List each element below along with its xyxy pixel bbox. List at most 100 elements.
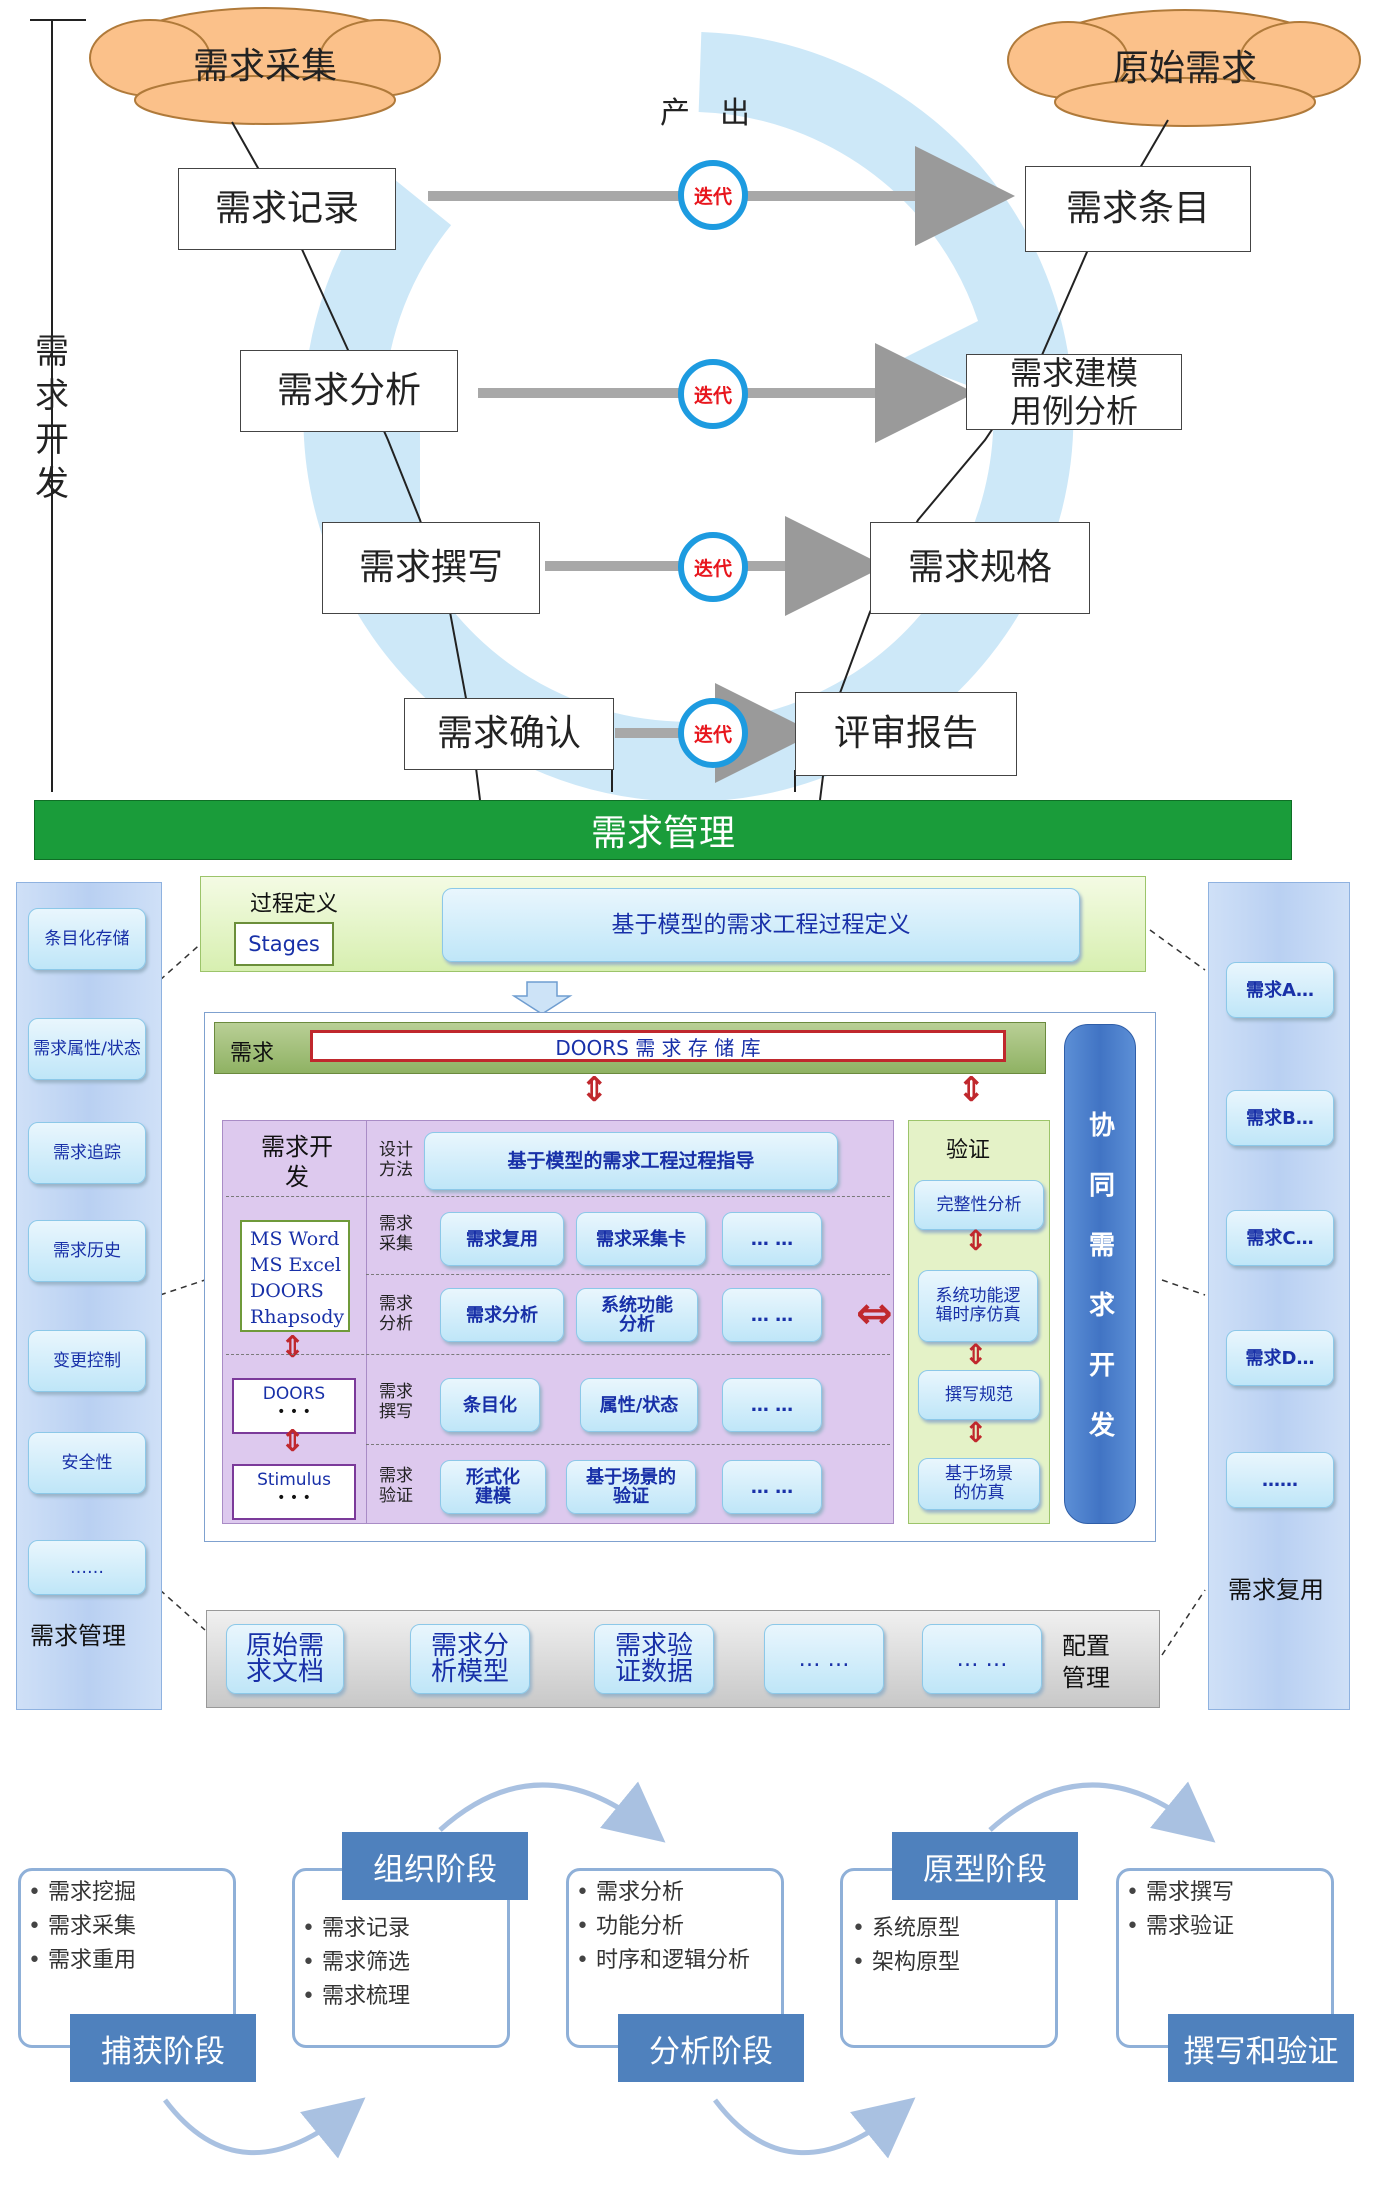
verification-title: 验证 [946, 1138, 991, 1163]
iteration-icon-1: 迭代 [678, 160, 748, 230]
row-label-analysis: 需求分析 [379, 1294, 413, 1334]
cell-formal-modeling: 形式化建模 [440, 1460, 546, 1514]
phase-analysis-title: 分析阶段 [618, 2014, 804, 2082]
chip-change-control: 变更控制 [28, 1330, 146, 1392]
phase-prototype-bullets: 系统原型 架构原型 [852, 1912, 960, 1980]
row-divider [226, 1354, 890, 1355]
chip-requirement-more: …… [1226, 1452, 1334, 1508]
tool-ms-word: MS Word [250, 1228, 340, 1250]
bullet: 需求筛选 [302, 1946, 410, 1980]
cycle-ring-arrowhead-left [320, 400, 420, 540]
phase-organize-bullets: 需求记录 需求筛选 需求梳理 [302, 1912, 410, 2014]
verify-scenario-simulation: 基于场景的仿真 [918, 1458, 1040, 1510]
bullet: 需求验证 [1126, 1910, 1234, 1944]
stages-box: Stages [234, 922, 334, 966]
phase-analysis-bullets: 需求分析 功能分析 时序和逻辑分析 [576, 1876, 750, 1978]
verify-logic-simulation: 系统功能逻辑时序仿真 [918, 1270, 1038, 1342]
box-requirement-record: 需求记录 [178, 168, 396, 250]
chip-requirement-history: 需求历史 [28, 1220, 146, 1282]
iteration-icon-3: 迭代 [678, 532, 748, 602]
development-column-title: 需求开发 [261, 1133, 333, 1191]
verify-arrow-1: ⇕ [964, 1224, 988, 1257]
tools-arrow-2: ⇕ [280, 1424, 306, 1459]
tool-doors: DOORS [250, 1280, 324, 1302]
row-label-verification: 需求验证 [379, 1466, 413, 1506]
repository-label: 需求 [230, 1041, 275, 1066]
cell-requirement-reuse: 需求复用 [440, 1212, 564, 1266]
row-divider [226, 1196, 890, 1197]
row-label-writing: 需求撰写 [379, 1382, 413, 1422]
tools-arrow-1: ⇕ [280, 1330, 306, 1365]
cell-writing-more: … … [722, 1378, 822, 1432]
chip-requirement-c: 需求C… [1226, 1210, 1334, 1266]
config-management-label: 配置管理 [1062, 1632, 1110, 1692]
stimulus-tool-dots: • • • [277, 1490, 311, 1506]
config-verification-data: 需求验证数据 [594, 1624, 714, 1694]
phase-arcs [163, 1781, 1216, 2159]
cell-analysis-more: … … [722, 1288, 822, 1342]
row-divider [366, 1444, 890, 1445]
bullet: 系统原型 [852, 1912, 960, 1946]
side-label-requirements-development: 需求开发 [35, 332, 69, 504]
iteration-icon-2: 迭代 [678, 359, 748, 429]
bullet: 需求分析 [576, 1876, 750, 1910]
process-definition-label: 过程定义 [250, 892, 339, 917]
stimulus-tool-label: Stimulus [257, 1470, 331, 1490]
cell-mbse-guidance: 基于模型的需求工程过程指导 [424, 1132, 838, 1190]
box-modeling-use-case: 需求建模 用例分析 [966, 354, 1182, 430]
chip-requirement-attributes: 需求属性/状态 [28, 1018, 146, 1080]
phase-capture-title: 捕获阶段 [70, 2014, 256, 2082]
collaborative-development-bar: 协同需求开发 [1064, 1024, 1136, 1524]
repo-link-arrow-right: ⇕ [957, 1070, 986, 1110]
cloud-label-raw-requirements: 原始需求 [1112, 48, 1257, 89]
doors-repository: DOORS 需 求 存 储 库 [310, 1030, 1006, 1062]
verify-completeness: 完整性分析 [914, 1180, 1044, 1230]
doors-tool-box: DOORS • • • [232, 1378, 356, 1434]
cell-verification-more: … … [722, 1460, 822, 1514]
config-raw-doc: 原始需求文档 [226, 1624, 344, 1694]
tool-rhapsody: Rhapsody [250, 1306, 345, 1328]
phase-prototype-title: 原型阶段 [892, 1832, 1078, 1900]
bullet: 需求记录 [302, 1912, 410, 1946]
box-requirement-analysis: 需求分析 [240, 350, 458, 432]
right-column-title: 需求复用 [1228, 1576, 1324, 1604]
bullet: 架构原型 [852, 1946, 960, 1980]
verify-writing-standard: 撰写规范 [918, 1370, 1040, 1420]
cell-scenario-verification: 基于场景的验证 [566, 1460, 696, 1514]
box-requirement-writing: 需求撰写 [322, 522, 540, 614]
phase-write-verify-title: 撰写和验证 [1168, 2014, 1354, 2082]
cloud-left [89, 7, 441, 125]
doors-tool-dots: • • • [277, 1404, 311, 1420]
box-requirement-spec: 需求规格 [870, 522, 1090, 614]
config-more-2: … … [922, 1624, 1042, 1694]
chip-requirement-tracing: 需求追踪 [28, 1122, 146, 1184]
cloud-right [1007, 9, 1361, 127]
bullet: 时序和逻辑分析 [576, 1944, 750, 1978]
chip-more: …… [28, 1540, 146, 1595]
config-more-1: … … [764, 1624, 884, 1694]
chip-itemized-storage: 条目化存储 [28, 908, 146, 970]
verify-arrow-2: ⇕ [964, 1338, 988, 1371]
panel-link-arrow: ⇔ [856, 1288, 893, 1339]
cell-collection-card: 需求采集卡 [576, 1212, 706, 1266]
bullet: 功能分析 [576, 1910, 750, 1944]
right-reuse-column [1208, 882, 1350, 1710]
down-arrow-icon [511, 981, 573, 1015]
verify-arrow-3: ⇕ [964, 1416, 988, 1449]
repo-link-arrow-left: ⇕ [580, 1070, 609, 1110]
bullet: 需求梳理 [302, 1980, 410, 2014]
doors-tool-label: DOORS [262, 1384, 326, 1404]
cell-attribute-status: 属性/状态 [580, 1378, 698, 1432]
chip-security: 安全性 [28, 1432, 146, 1494]
bullet: 需求撰写 [1126, 1876, 1234, 1910]
chip-requirement-a: 需求A… [1226, 962, 1334, 1018]
cell-analysis: 需求分析 [440, 1288, 564, 1342]
requirements-management-bar: 需求管理 [34, 800, 1292, 860]
row-label-collection: 需求采集 [379, 1214, 413, 1254]
cell-system-function-analysis: 系统功能分析 [576, 1288, 698, 1342]
phase-capture-bullets: 需求挖掘 需求采集 需求重用 [28, 1876, 136, 1978]
bullet: 需求挖掘 [28, 1876, 136, 1910]
box-review-report: 评审报告 [795, 692, 1017, 776]
cloud-label-requirement-collection: 需求采集 [192, 46, 337, 87]
phase-write-verify-bullets: 需求撰写 需求验证 [1126, 1876, 1234, 1944]
